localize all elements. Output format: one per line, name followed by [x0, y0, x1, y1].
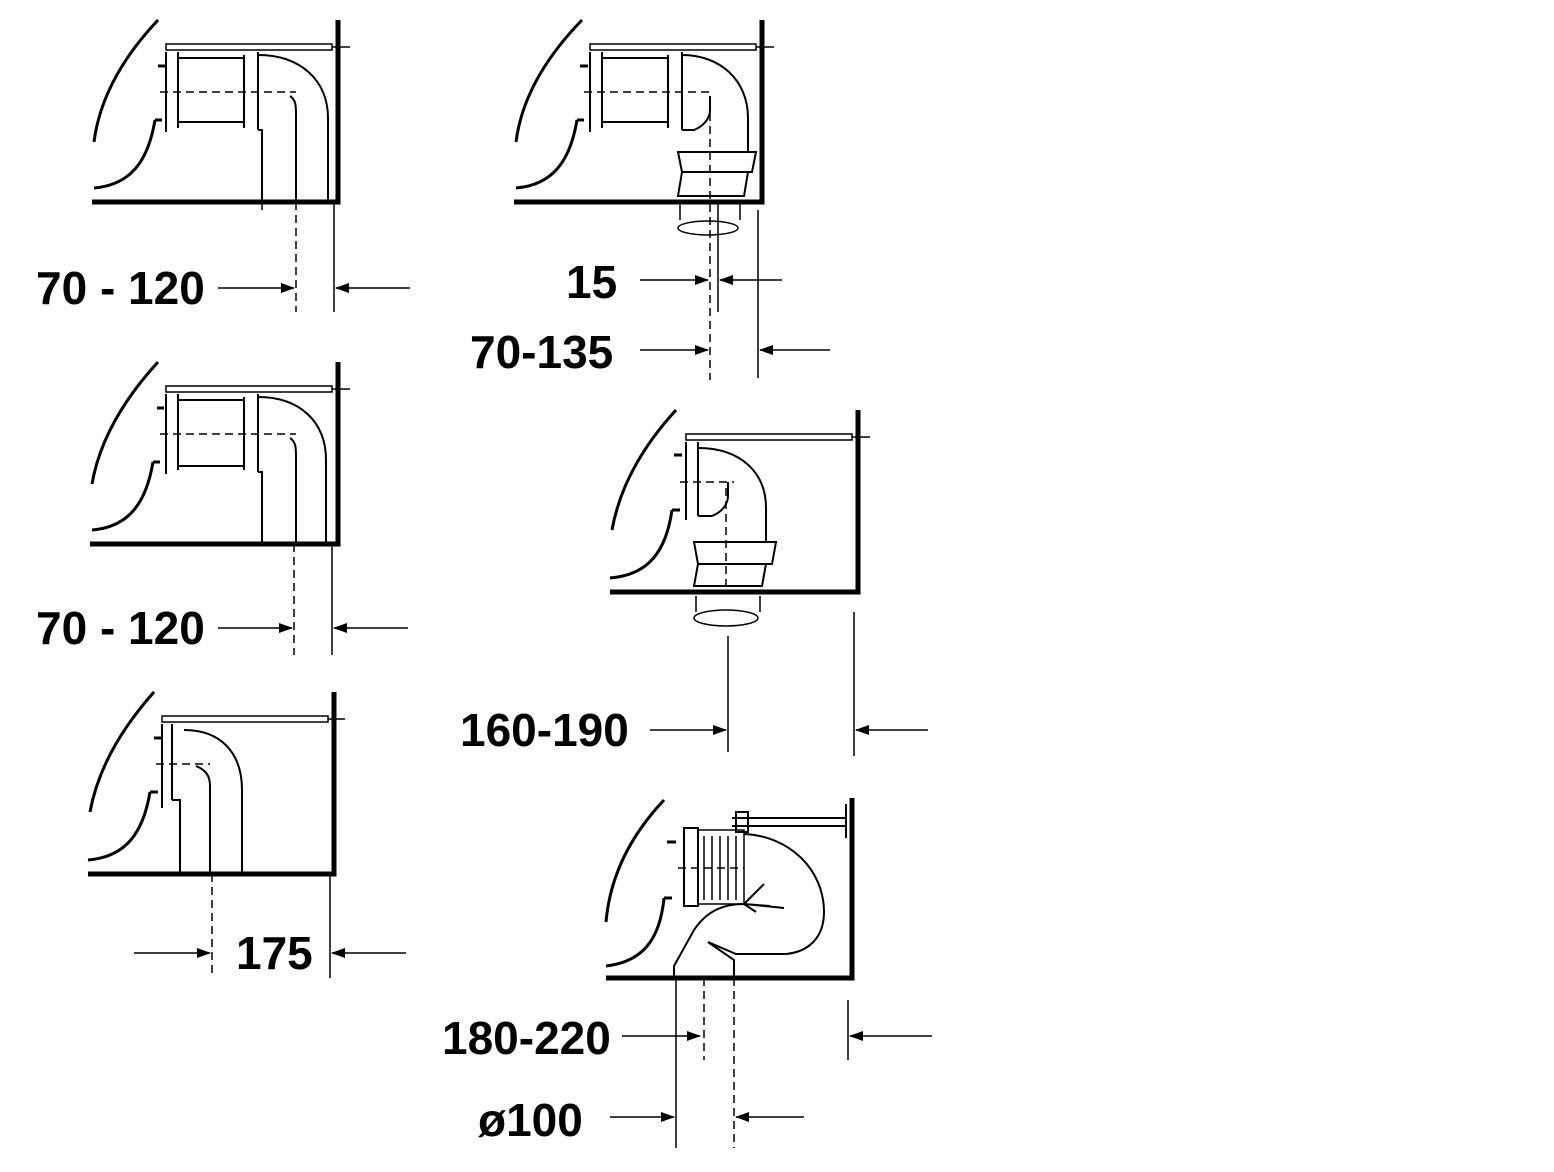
panel-2-mounting-rail: [165, 385, 333, 393]
panel-6-dimension: [610, 1031, 932, 1122]
panel-1-mounting-rail: [165, 43, 333, 51]
panel-5-toilet-outline: [609, 408, 682, 580]
panel-4-wall-floor: [514, 20, 765, 205]
panel-3-pipe-connector: [161, 724, 173, 808]
panel-3-mounting-rail: [161, 715, 329, 723]
panel-4-elbow: [681, 54, 749, 152]
panel-1-elbow: [257, 54, 329, 202]
panel-1-label-range: 70 - 120: [36, 262, 205, 314]
panel-6-connector-sleeve: [683, 827, 699, 907]
panel-1-toilet-outline: [92, 18, 165, 190]
panel-1-wall-floor: [92, 20, 341, 205]
panel-4-label-range: 70-135: [470, 326, 613, 378]
panel-5-floor-adapter: [692, 541, 778, 587]
panel-6-connector-body: [698, 829, 745, 905]
panel-4-mounting-rail: [589, 43, 757, 51]
panel-6-drawing: [604, 798, 855, 1148]
panel-2-toilet-outline: [90, 360, 164, 532]
panel-3-toilet-outline: [87, 691, 162, 862]
panel-3-elbow: [172, 729, 243, 874]
panel-3-label-range: 175: [236, 927, 313, 979]
panel-5-elbow: [697, 447, 767, 542]
panel-4-toilet-outline: [514, 18, 588, 190]
panel-6-label-range: 180-220: [442, 1012, 611, 1064]
panel-6-label-diameter: ø100: [478, 1094, 583, 1146]
panel-5-pipe-connector: [685, 442, 699, 520]
panel-2-label-range: 70 - 120: [36, 602, 205, 654]
panel-5-label-range: 160-190: [460, 704, 629, 756]
panel-3-drawing: [87, 691, 345, 978]
panel-6-toilet-outline: [604, 798, 676, 968]
panel-3-wall-floor: [88, 692, 337, 877]
panel-6-wall-floor: [606, 798, 855, 981]
panel-4-rotation-indicator: [677, 220, 739, 236]
panel-4-drawing: [514, 18, 774, 380]
panel-4-floor-adapter: [676, 151, 758, 197]
panel-5-mounting-rail: [685, 433, 853, 441]
panel-4-label-offset: 15: [566, 256, 617, 308]
panel-6-elbow: [673, 833, 826, 978]
panel-1-drawing: [92, 18, 350, 312]
panel-2-elbow: [257, 396, 327, 544]
panel-4-dimension: [640, 275, 830, 355]
panel-5-drawing: [609, 408, 870, 756]
panel-2-drawing: [90, 360, 350, 655]
panel-5-rotation-indicator: [693, 609, 759, 627]
panel-5-wall-floor: [610, 410, 861, 595]
panel-6-wall-bracket: [732, 804, 847, 838]
panel-2-wall-floor: [90, 362, 341, 547]
